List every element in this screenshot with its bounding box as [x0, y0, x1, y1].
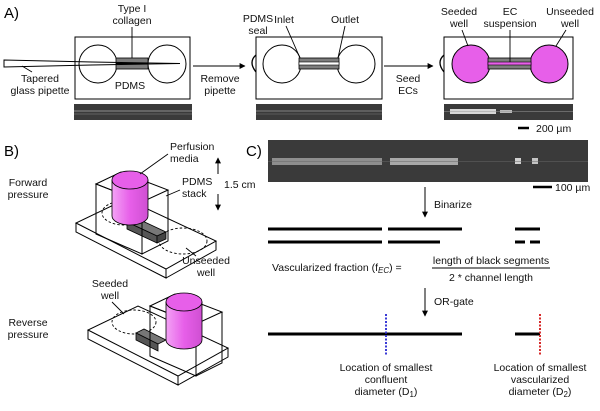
fraction-formula: Vascularized fraction (fEC) = length of …: [272, 255, 550, 284]
reverse-media-cylinder: [165, 301, 203, 350]
chip-1-body: [74, 36, 191, 100]
pdms-seal-label-2: seal: [248, 25, 267, 37]
perfusion-leader: [139, 153, 169, 175]
remove-pipette-label-2: pipette: [204, 85, 236, 97]
height-label: 1.5 cm: [224, 179, 256, 191]
d1-label-1: Location of smallest: [340, 362, 433, 374]
d2-label-2: vascularized: [511, 374, 570, 386]
forward-media-cylinder: [111, 179, 149, 226]
pipette-label-1: Tapered: [21, 73, 59, 85]
seed-ecs-label-2: ECs: [398, 85, 418, 97]
pdms-stack-label-1: PDMS: [182, 176, 212, 188]
formula-numerator: length of black segments: [433, 255, 549, 267]
panel-b-label: B): [4, 143, 19, 160]
reverse-seeded-well: [111, 309, 157, 335]
outlet-label: Outlet: [331, 14, 359, 26]
pipette-label-2: glass pipette: [11, 85, 70, 97]
chip-3: [439, 36, 574, 100]
seeded-well-b-label-2: well: [100, 290, 119, 302]
seeded-well-label-1: Seeded: [441, 6, 477, 18]
pdms-stack-label-2: stack: [182, 188, 207, 200]
remove-pipette-label-1: Remove: [200, 73, 239, 85]
d2-label-3: diameter (D2): [509, 386, 572, 399]
forward-pressure-label-2: pressure: [8, 189, 49, 201]
tapered-pipette: [3, 59, 181, 68]
reverse-pressure-label-2: pressure: [8, 329, 49, 341]
unseeded-well-leader: [555, 29, 567, 47]
formula-prefix: Vascularized fraction (fEC) =: [272, 262, 402, 275]
binarized-segments: [268, 227, 540, 244]
pipette-leader: [21, 65, 33, 73]
seeded-well-b-leader: [111, 301, 125, 315]
outlet-leader: [337, 25, 346, 59]
panel-c-label: C): [246, 143, 262, 160]
unseeded-well-b-leader: [185, 247, 197, 257]
ec-suspension-label-2: suspension: [483, 18, 536, 30]
chip-2-body: [255, 36, 383, 100]
forward-stack: [74, 170, 218, 279]
chip-2-channel: [298, 61, 340, 66]
perfusion-media-label-1: Perfusion: [170, 141, 215, 153]
ec-suspension-label-1: EC: [503, 6, 518, 18]
seeded-well-leader: [461, 29, 469, 47]
reverse-stack: [86, 292, 230, 386]
forward-pressure-label-1: Forward: [9, 177, 48, 189]
d2-label-1: Location of smallest: [494, 362, 587, 374]
chip-1-left-well: [78, 44, 118, 84]
formula-denominator: 2 * channel length: [449, 272, 533, 284]
collagen-label-1: Type I: [118, 3, 147, 15]
perfusion-media-label-2: media: [170, 153, 199, 165]
or-gate-label: OR-gate: [434, 296, 474, 308]
unseeded-well-label-2: well: [560, 18, 579, 30]
chip-3-seal: [439, 54, 445, 73]
d1-label-3: diameter (D1): [355, 386, 418, 399]
chip-2: [251, 36, 383, 100]
chip-2-outlet-well: [336, 44, 376, 84]
ec-suspension-channel: [487, 61, 532, 66]
seeded-well-b-label-1: Seeded: [92, 278, 128, 290]
d1-label-2: confluent: [365, 374, 408, 386]
panel-a-label: A): [4, 5, 19, 22]
chip-3-body: [443, 36, 574, 100]
unseeded-well-b-label-2: well: [196, 267, 215, 279]
reverse-pressure-label-1: Reverse: [8, 317, 47, 329]
micrograph-1: [74, 104, 192, 120]
collagen-label-2: collagen: [112, 15, 151, 27]
pdms-seal-shape: [251, 54, 257, 73]
seeded-well-shape: [451, 44, 491, 84]
micrograph-2: [256, 104, 382, 120]
unseeded-well-shape: [529, 44, 569, 84]
pdms-stack-leader: [165, 189, 181, 197]
inlet-label: Inlet: [274, 14, 294, 26]
scale-bar-a-label: 200 µm: [536, 123, 571, 135]
inlet-leader: [285, 25, 301, 59]
scale-bar-c-label: 100 µm: [555, 182, 590, 194]
seeded-well-label-2: well: [449, 18, 468, 30]
pdms-seal-label-1: PDMS: [243, 13, 273, 25]
pdms-label: PDMS: [115, 80, 145, 92]
chip-2-inlet-well: [262, 44, 302, 84]
binarize-label: Binarize: [434, 199, 472, 211]
unseeded-well-b-label-1: Unseeded: [182, 255, 230, 267]
seed-ecs-label-1: Seed: [396, 73, 421, 85]
unseeded-well-label-1: Unseeded: [546, 6, 594, 18]
